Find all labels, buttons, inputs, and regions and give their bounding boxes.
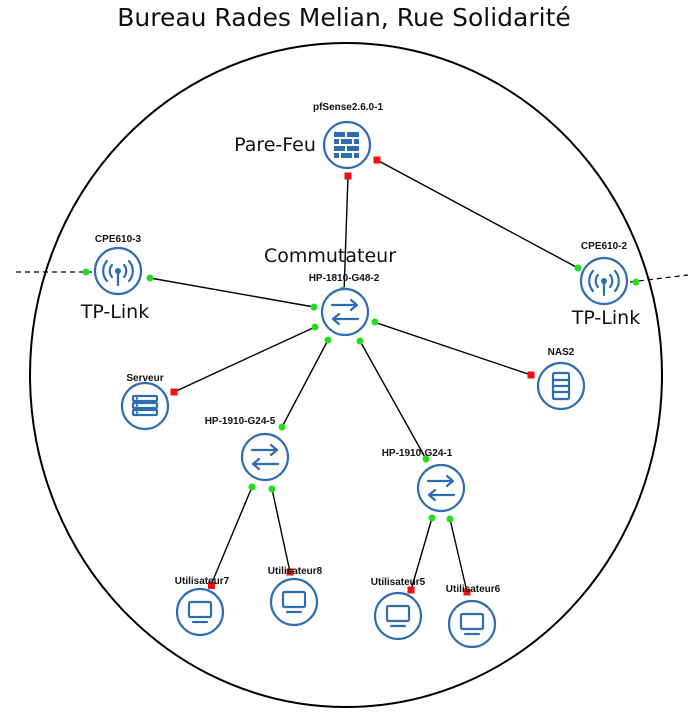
storage-icon xyxy=(551,371,571,401)
port-switch-b-user5 xyxy=(428,514,436,522)
port-core-switch-a xyxy=(324,336,332,344)
node-nas[interactable]: NAS2 xyxy=(536,347,586,411)
link-switch-b-user5[interactable] xyxy=(410,517,433,591)
node-user8[interactable]: Utilisateur8 xyxy=(268,566,323,627)
port-user7 xyxy=(208,582,215,589)
link-cpe-left-core[interactable] xyxy=(149,277,315,308)
link-core-switch-a[interactable] xyxy=(281,339,329,428)
port-switch-b-uplink xyxy=(422,455,430,463)
switch-icon xyxy=(250,443,280,471)
port-cpe-left-in xyxy=(146,274,154,282)
tplink-right-label: TP-Link xyxy=(571,307,640,329)
link-firewall-core[interactable] xyxy=(343,175,349,294)
switch-icon xyxy=(426,474,456,502)
node-switch-a[interactable]: HP-1910-G24-5 xyxy=(205,416,290,482)
node-user6-circle xyxy=(447,599,497,649)
cpe-left-name: CPE610-3 xyxy=(95,234,142,245)
link-core-server[interactable] xyxy=(173,326,316,393)
switch-role-label: Commutateur xyxy=(264,245,396,267)
port-switch-a-uplink xyxy=(278,423,286,431)
port-markers xyxy=(82,156,640,596)
port-server xyxy=(170,388,178,396)
node-switch-b-circle xyxy=(416,463,466,513)
node-server-circle xyxy=(120,381,170,431)
port-user6 xyxy=(463,588,471,596)
link-firewall-cpe-right[interactable] xyxy=(376,159,579,269)
monitor-icon xyxy=(281,590,307,614)
node-server[interactable]: Serveur xyxy=(120,373,170,431)
port-switch-a-user8 xyxy=(268,485,276,493)
switch-b-name: HP-1910-G24-1 xyxy=(382,448,453,459)
port-core-nas xyxy=(371,318,379,326)
node-user5-circle xyxy=(373,591,423,641)
user8-name: Utilisateur8 xyxy=(268,566,323,577)
switch-icon xyxy=(330,298,360,326)
node-cpe-left[interactable]: CPE610-3 TP-Link xyxy=(80,234,149,323)
node-switch-b[interactable]: HP-1910-G24-1 xyxy=(382,448,466,513)
server-icon xyxy=(131,394,159,417)
links xyxy=(149,159,579,593)
external-link-right xyxy=(629,274,688,283)
user6-name: Utilisateur6 xyxy=(446,584,501,595)
port-switch-b-user6 xyxy=(446,515,454,523)
port-cpe-right-out xyxy=(632,278,640,286)
port-switch-a-user7 xyxy=(248,483,256,491)
node-cpe-right[interactable]: CPE610-2 TP-Link xyxy=(571,241,640,329)
port-firewall-core xyxy=(344,172,352,180)
monitor-icon xyxy=(385,604,411,628)
link-switch-a-user7[interactable] xyxy=(210,486,253,586)
cpe-right-name: CPE610-2 xyxy=(581,241,628,252)
tplink-left-label: TP-Link xyxy=(80,301,149,323)
link-core-nas[interactable] xyxy=(373,321,532,376)
port-cpe-right-in xyxy=(574,264,582,272)
monitor-icon xyxy=(459,612,485,636)
diagram-title: Bureau Rades Melian, Rue Solidarité xyxy=(117,3,571,32)
node-user7-circle xyxy=(175,587,225,637)
firewall-icon xyxy=(334,132,359,158)
node-switch-a-circle xyxy=(240,432,290,482)
node-user7[interactable]: Utilisateur7 xyxy=(175,576,230,637)
link-switch-a-user8[interactable] xyxy=(271,488,291,573)
monitor-icon xyxy=(187,600,213,624)
node-user6[interactable]: Utilisateur6 xyxy=(446,584,501,649)
node-core-switch-circle xyxy=(320,287,370,337)
port-cpe-left-out xyxy=(82,268,90,276)
server-name: Serveur xyxy=(126,373,163,384)
port-user8 xyxy=(286,568,294,576)
node-user5[interactable]: Utilisateur5 xyxy=(371,577,426,641)
link-switch-b-user6[interactable] xyxy=(449,518,468,593)
port-core-switch-b xyxy=(356,337,364,345)
node-user8-circle xyxy=(269,577,319,627)
link-core-switch-b[interactable] xyxy=(359,340,427,460)
firewall-role-label: Pare-Feu xyxy=(234,134,316,156)
node-firewall-circle xyxy=(322,120,372,170)
port-nas xyxy=(527,371,535,379)
user7-name: Utilisateur7 xyxy=(175,576,230,587)
node-firewall[interactable]: pfSense2.6.0-1 Pare-Feu xyxy=(234,102,383,170)
switch-a-name: HP-1910-G24-5 xyxy=(205,416,276,427)
nas-name: NAS2 xyxy=(548,347,575,358)
user5-name: Utilisateur5 xyxy=(371,577,426,588)
firewall-name: pfSense2.6.0-1 xyxy=(313,102,383,113)
site-boundary xyxy=(29,42,663,708)
port-core-server xyxy=(311,323,319,331)
core-switch-name: HP-1810-G48-2 xyxy=(309,273,380,284)
port-user5 xyxy=(407,586,415,594)
node-core-switch[interactable]: Commutateur HP-1810-G48-2 xyxy=(264,245,396,337)
port-firewall-wan xyxy=(373,156,381,164)
wireless-ap-icon xyxy=(102,259,134,287)
port-core-cpe-left xyxy=(310,303,318,311)
